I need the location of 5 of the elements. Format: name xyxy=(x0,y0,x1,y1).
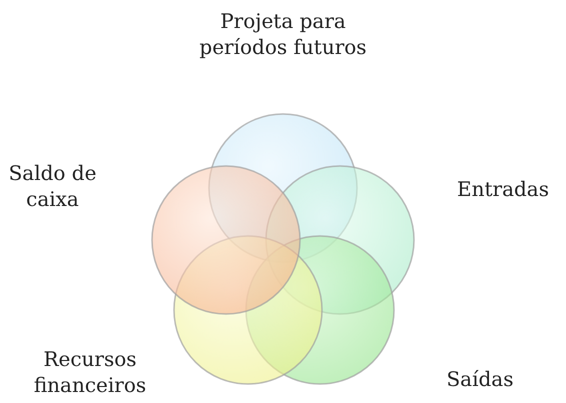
circle-label: Projeta para períodos futuros xyxy=(198,8,368,60)
circle-label: Recursos financeiros xyxy=(32,346,148,398)
circle-label: Saídas xyxy=(445,366,514,392)
circle-label: Entradas xyxy=(456,176,550,202)
circle-label: Saldo de caixa xyxy=(8,160,98,212)
